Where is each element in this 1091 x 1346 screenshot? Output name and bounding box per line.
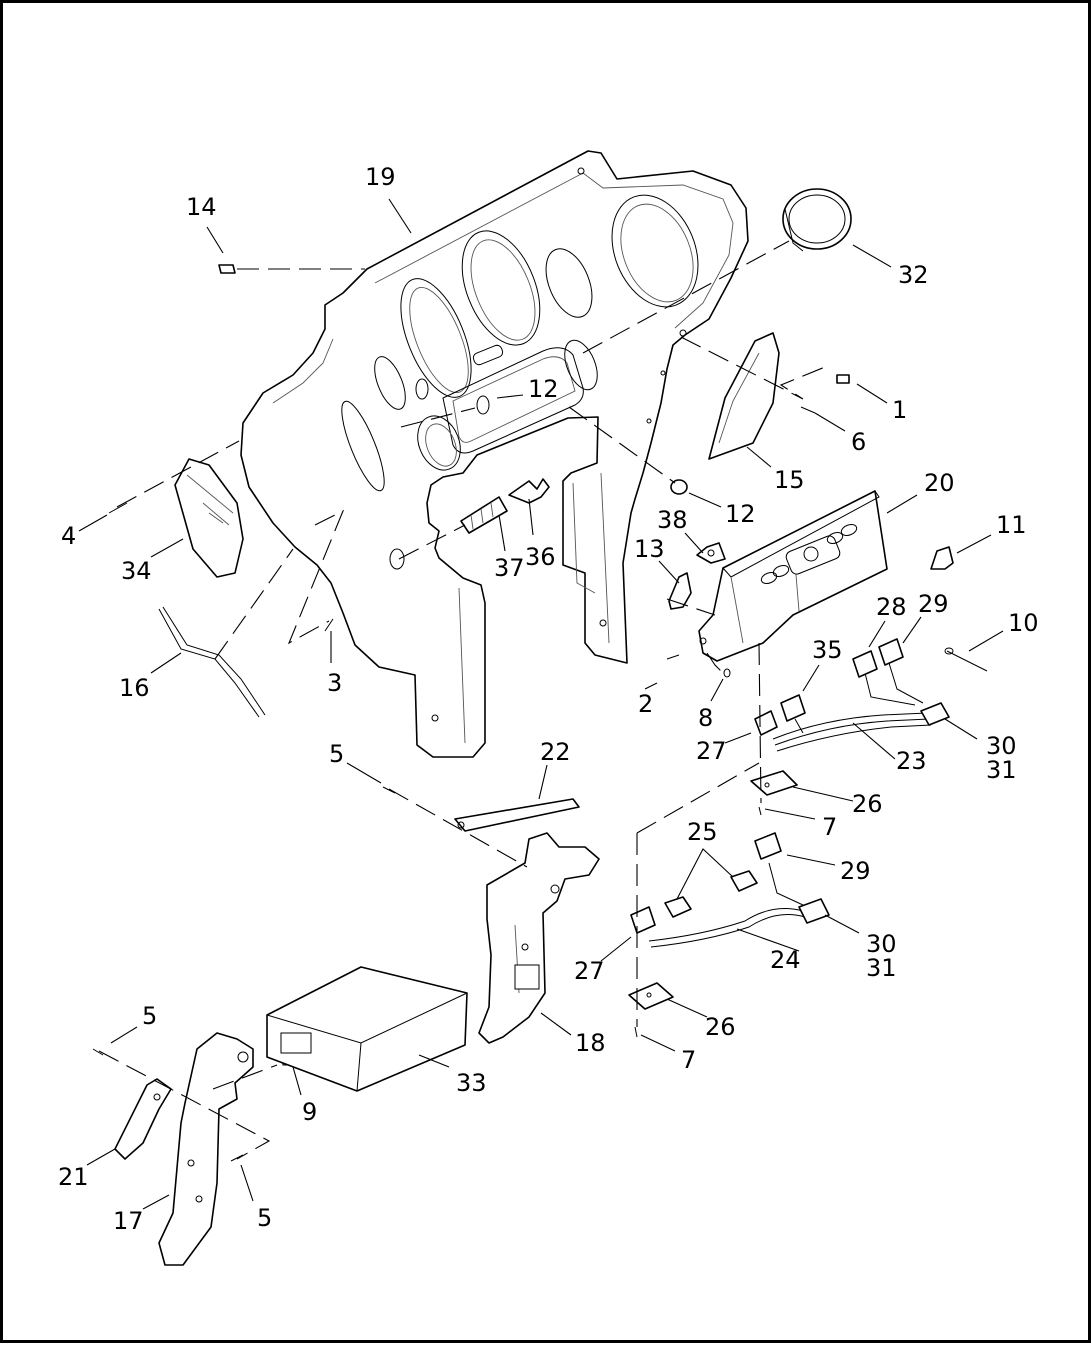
callout-24: 24 xyxy=(770,946,801,974)
bracket-part-38 xyxy=(696,542,726,564)
screw-part-5c xyxy=(230,1154,244,1162)
callout-22: 22 xyxy=(540,738,571,766)
callout-6: 6 xyxy=(851,428,866,456)
exploded-parts-diagram: 1 2 3 4 5 5 5 6 7 7 8 9 10 11 12 12 13 1… xyxy=(58,150,1039,1266)
bracket-part-18 xyxy=(478,832,600,1044)
callout-29-upper: 29 xyxy=(918,590,949,618)
callout-5-upper: 5 xyxy=(329,740,344,768)
strap-part-22 xyxy=(454,798,580,832)
switch-part-29b xyxy=(754,832,782,860)
lighter-socket-part-37 xyxy=(460,496,508,534)
nut-part-14 xyxy=(218,264,236,274)
trim-strip-part-16 xyxy=(158,606,266,718)
callout-35: 35 xyxy=(812,636,843,664)
lighter-part-36 xyxy=(508,478,550,504)
callout-3: 3 xyxy=(327,669,342,697)
callout-21: 21 xyxy=(58,1163,89,1191)
switch-part-29a xyxy=(878,638,904,666)
nut-part-8 xyxy=(723,668,731,678)
callout-26-upper: 26 xyxy=(852,790,883,818)
callout-17: 17 xyxy=(113,1207,144,1235)
callout-labels: 1 2 3 4 5 5 5 6 7 7 8 9 10 11 12 12 13 1… xyxy=(58,163,1039,1235)
callout-27-lower: 27 xyxy=(574,957,605,985)
callout-15: 15 xyxy=(774,466,805,494)
switch-cap-part-25a xyxy=(664,896,692,918)
callout-37: 37 xyxy=(494,554,525,582)
callout-23: 23 xyxy=(896,747,927,775)
callout-31-upper: 31 xyxy=(986,756,1017,784)
callout-28: 28 xyxy=(876,593,907,621)
screw-part-6 xyxy=(800,406,816,414)
bracket-part-17 xyxy=(158,1032,254,1266)
callout-33: 33 xyxy=(456,1069,487,1097)
speaker-cover-part-34 xyxy=(174,458,244,578)
screw-part-5b xyxy=(92,1048,104,1056)
callout-7-upper: 7 xyxy=(822,813,837,841)
callout-13: 13 xyxy=(634,535,665,563)
cable-tie-part-10 xyxy=(944,647,988,672)
callout-31-lower: 31 xyxy=(866,954,897,982)
callout-36: 36 xyxy=(525,543,556,571)
harness-part-23 xyxy=(750,638,950,796)
callout-26-lower: 26 xyxy=(705,1013,736,1041)
callout-11: 11 xyxy=(996,511,1027,539)
callout-5-left: 5 xyxy=(142,1002,157,1030)
bracket-part-13 xyxy=(668,572,692,610)
clip-part-11 xyxy=(930,546,954,570)
callout-30-upper: 30 xyxy=(986,732,1017,760)
screw-part-7a xyxy=(758,806,762,816)
screw-part-1 xyxy=(836,374,850,384)
grommet-part-12b xyxy=(670,479,688,495)
callout-7-lower: 7 xyxy=(681,1046,696,1074)
trim-part-15 xyxy=(708,332,780,460)
callout-16: 16 xyxy=(119,674,150,702)
callout-18: 18 xyxy=(575,1029,606,1057)
screw-part-4 xyxy=(108,502,128,514)
callout-19: 19 xyxy=(365,163,396,191)
round-cover-part-32 xyxy=(782,188,852,252)
callout-34: 34 xyxy=(121,557,152,585)
grommet-part-12a xyxy=(476,395,490,415)
callout-2: 2 xyxy=(638,690,653,718)
callout-30-lower: 30 xyxy=(866,930,897,958)
assembly-lines xyxy=(98,240,826,1160)
callout-14: 14 xyxy=(186,193,217,221)
screw-part-5a xyxy=(382,786,396,794)
callout-20: 20 xyxy=(924,469,955,497)
callout-27-upper: 27 xyxy=(696,737,727,765)
callout-9: 9 xyxy=(302,1098,317,1126)
connector-part-27a xyxy=(754,710,778,736)
screw-part-7b xyxy=(634,1026,638,1038)
callout-25: 25 xyxy=(687,818,718,846)
switch-cap-part-25b xyxy=(730,870,758,892)
connector-part-27b xyxy=(630,906,656,934)
callout-29-lower: 29 xyxy=(840,857,871,885)
leader-lines xyxy=(78,198,1004,1210)
callout-12-upper: 12 xyxy=(528,375,559,403)
inner-fairing-part-19 xyxy=(240,150,749,758)
callout-8: 8 xyxy=(698,704,713,732)
callout-5-lower: 5 xyxy=(257,1204,272,1232)
switch-part-28 xyxy=(852,650,878,678)
callout-1: 1 xyxy=(892,396,907,424)
switch-housing-part-20 xyxy=(698,490,888,662)
bracket-part-21 xyxy=(114,1078,172,1160)
switch-part-35 xyxy=(780,694,806,722)
callout-12-lower: 12 xyxy=(725,500,756,528)
harness-part-24 xyxy=(628,832,830,1010)
callout-10: 10 xyxy=(1008,609,1039,637)
callout-32: 32 xyxy=(898,261,929,289)
screw-part-2 xyxy=(666,654,680,660)
callout-38: 38 xyxy=(657,506,688,534)
callout-4: 4 xyxy=(61,522,76,550)
radio-box-part-33 xyxy=(266,966,468,1092)
screw-part-3 xyxy=(324,618,334,632)
